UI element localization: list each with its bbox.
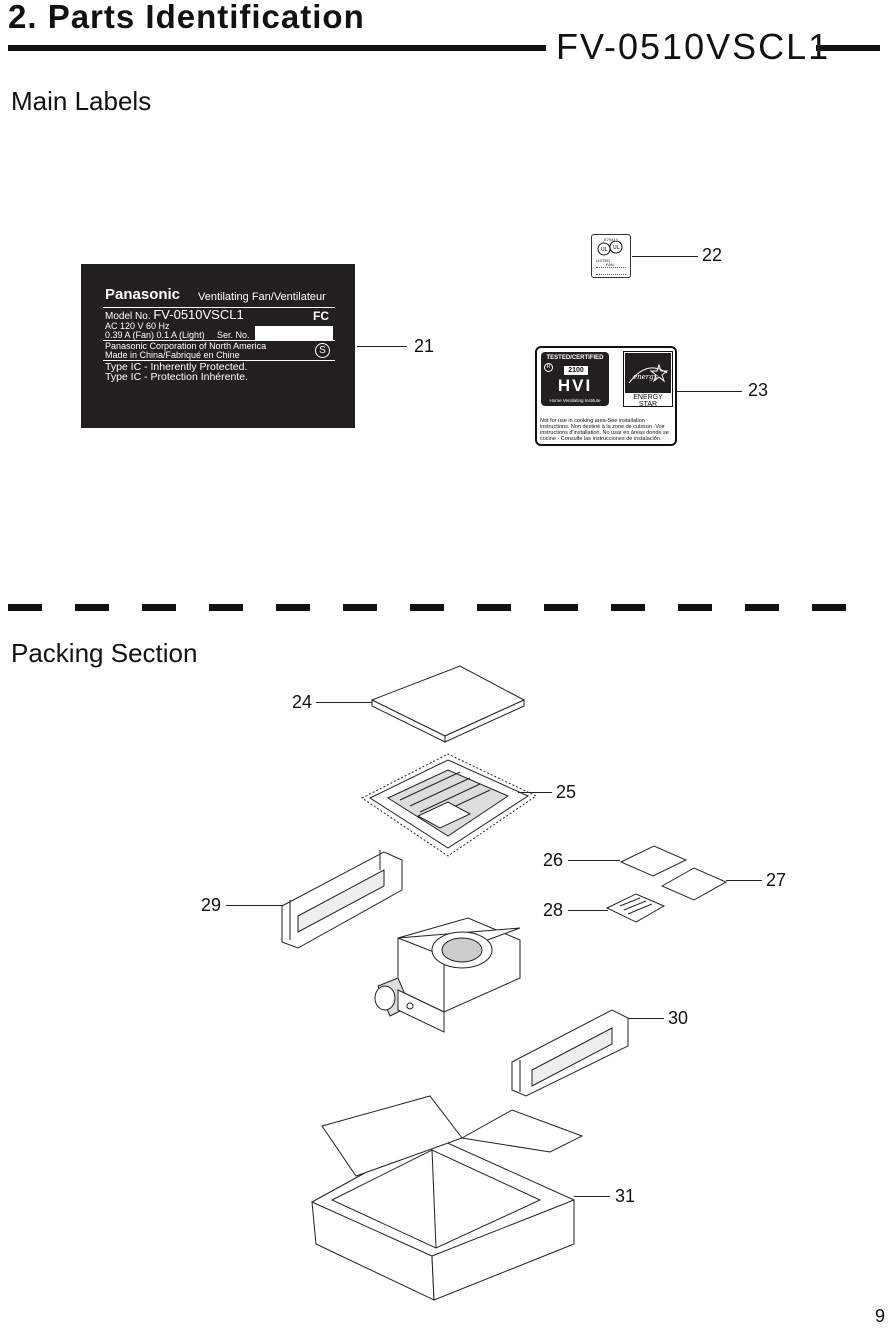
dash — [343, 604, 377, 611]
packing-heading: Packing Section — [11, 638, 198, 668]
current-text: 0.39 A (Fan) 0.1 A (Light) — [105, 330, 205, 340]
dash — [209, 604, 243, 611]
dash — [477, 604, 511, 611]
callout-28: 28 — [543, 900, 564, 920]
svg-text:UL: UL — [601, 247, 608, 253]
leader-line — [316, 702, 372, 703]
leader-line — [632, 256, 698, 257]
ul-code: E79414 — [604, 237, 618, 242]
corporation-text: Panasonic Corporation of North America — [105, 341, 267, 351]
model-number: FV-0510VSCL1 — [556, 26, 831, 67]
mounting-bracket-left — [281, 850, 403, 949]
leader-line — [568, 910, 608, 911]
main-labels-heading: Main Labels — [11, 86, 152, 116]
ul-dots — [596, 267, 626, 275]
grille-assembly — [361, 753, 538, 857]
callout-25: 25 — [556, 782, 577, 802]
page-title: 2. Parts Identification — [8, 0, 365, 35]
svg-text:energy: energy — [633, 373, 659, 381]
header-rule — [8, 45, 546, 51]
cooking-warning: Not for use in cooking area-See installa… — [540, 418, 669, 442]
leader-line — [574, 1196, 610, 1197]
type-ic-fr: Type IC - Protection Inhérente. — [105, 371, 248, 383]
callout-26: 26 — [543, 850, 564, 870]
divider — [103, 360, 335, 361]
model-prefix: Model No. — [105, 311, 151, 322]
callout-21: 21 — [414, 336, 435, 356]
fan-housing — [374, 917, 521, 1033]
page-number: 9 — [874, 1306, 885, 1326]
ul-fan: FAN — [606, 262, 614, 267]
made-in-text: Made in China/Fabriqué en Chine — [105, 350, 240, 360]
dash — [678, 604, 712, 611]
callout-31: 31 — [615, 1186, 636, 1206]
serial-label: Ser. No. — [217, 330, 250, 340]
energy-star-text: ENERGY STAR — [633, 394, 663, 408]
s-mark: S — [315, 343, 330, 358]
callout-30: 30 — [668, 1008, 689, 1028]
ul-listed: LISTED — [596, 258, 611, 263]
packing-diagram — [281, 665, 728, 1301]
leader-line — [226, 905, 282, 906]
hvi-badge: TESTED/CERTIFIED R 2100 HVI Home Ventila… — [541, 352, 609, 406]
callout-29: 29 — [201, 895, 222, 915]
energy-star-icon: energy — [628, 363, 669, 384]
callout-22: 22 — [702, 245, 723, 265]
callout-27: 27 — [766, 870, 787, 890]
ul-mark-icon: UL UL — [597, 241, 623, 256]
dash — [8, 604, 42, 611]
energy-star-badge: energy ENERGY STAR — [623, 351, 673, 408]
rating-label: Panasonic Ventilating Fan/Ventilateur Mo… — [81, 264, 355, 428]
fcc-mark: FC — [313, 309, 329, 323]
divider — [103, 340, 335, 341]
leader-line — [357, 346, 407, 347]
product-description: Ventilating Fan/Ventilateur — [198, 291, 326, 303]
dash — [410, 604, 444, 611]
dash — [276, 604, 310, 611]
callout-24: 24 — [292, 692, 313, 712]
dash — [544, 604, 578, 611]
dash — [75, 604, 109, 611]
header-rule-right — [816, 45, 880, 51]
leader-line — [726, 880, 762, 881]
svg-text:UL: UL — [613, 245, 620, 251]
shipping-box — [311, 1095, 584, 1301]
label-model: FV-0510VSCL1 — [153, 307, 244, 322]
mounting-bracket-right — [511, 1009, 629, 1097]
dash — [812, 604, 846, 611]
hvi-mark: HVI — [557, 376, 593, 395]
divider — [103, 307, 335, 308]
hvi-institute: Home Ventilating Institute — [549, 398, 601, 403]
serial-box — [255, 326, 333, 340]
hvi-cfm: 2100 — [564, 366, 588, 375]
energy-star-logo: energy — [625, 353, 671, 393]
instruction-sheets — [605, 845, 728, 923]
leader-line — [518, 792, 552, 793]
brand-name: Panasonic — [105, 286, 181, 303]
leader-line — [568, 860, 620, 861]
leader-line — [676, 391, 742, 392]
dash — [142, 604, 176, 611]
rating-text: AC 120 V 60 Hz — [105, 321, 170, 331]
cardboard-pad — [370, 665, 526, 743]
type-ic-en: Type IC - Inherently Protected. — [105, 361, 248, 373]
hvi-energy-label: TESTED/CERTIFIED R 2100 HVI Home Ventila… — [535, 346, 677, 446]
dash — [745, 604, 779, 611]
hvi-tested: TESTED/CERTIFIED — [546, 355, 604, 361]
dash — [611, 604, 645, 611]
model-line: Model No. FV-0510VSCL1 — [105, 307, 244, 322]
callout-23: 23 — [748, 380, 769, 400]
ul-label: E79414 UL UL LISTED FAN — [591, 234, 631, 278]
leader-line — [628, 1018, 664, 1019]
